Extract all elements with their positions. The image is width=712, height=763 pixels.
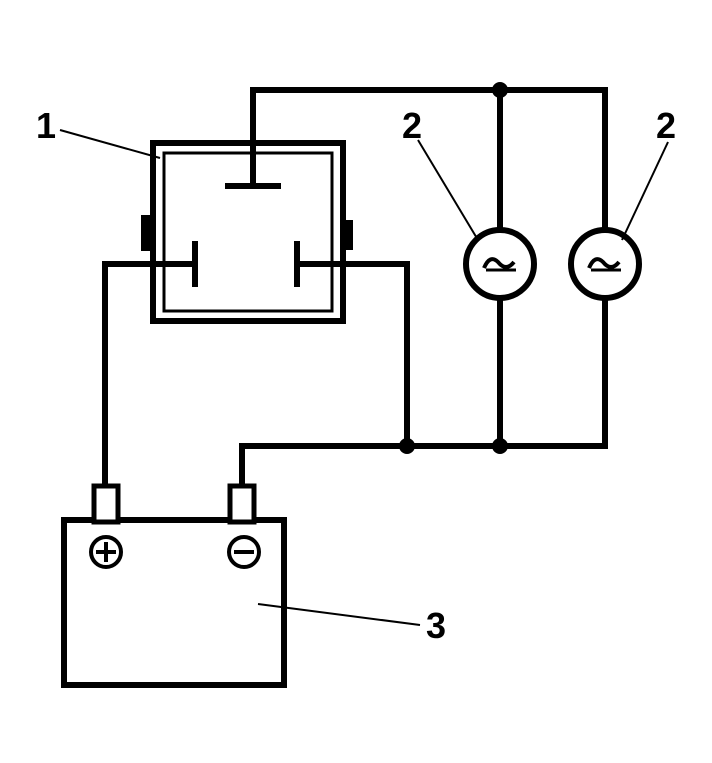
battery-positive-post xyxy=(91,483,121,525)
leader-flasher xyxy=(59,129,161,159)
bulb-right-filament xyxy=(587,257,621,269)
junction-bottom-right xyxy=(492,438,508,454)
battery xyxy=(61,483,287,688)
wiring xyxy=(102,87,608,493)
relay-inner-box xyxy=(162,151,334,313)
flasher-relay xyxy=(141,140,353,324)
callout-battery: 3 xyxy=(426,605,446,646)
wire-relay-left xyxy=(102,261,198,491)
leader-bulb-left xyxy=(417,139,479,241)
junction-top xyxy=(492,82,508,98)
junction-bottom-left xyxy=(399,438,415,454)
wire-bottom-bus xyxy=(239,443,608,493)
callout-bulb-left: 2 xyxy=(402,105,422,146)
callout-bulb-right: 2 xyxy=(656,105,676,146)
relay-left-tab xyxy=(141,215,153,251)
bulb-left xyxy=(463,227,537,301)
junctions xyxy=(399,82,508,454)
leader-lines xyxy=(59,129,669,626)
leader-bulb-right xyxy=(621,141,669,241)
relay-outer-box xyxy=(150,140,346,324)
leader-battery xyxy=(257,603,421,626)
bulb-right xyxy=(568,227,642,301)
battery-negative-post xyxy=(227,483,257,525)
wire-top-bus xyxy=(250,87,608,189)
callout-flasher: 1 xyxy=(36,105,56,146)
wire-relay-right xyxy=(294,261,410,449)
relay-right-tab xyxy=(343,220,353,250)
bulb-left-filament xyxy=(482,257,516,269)
